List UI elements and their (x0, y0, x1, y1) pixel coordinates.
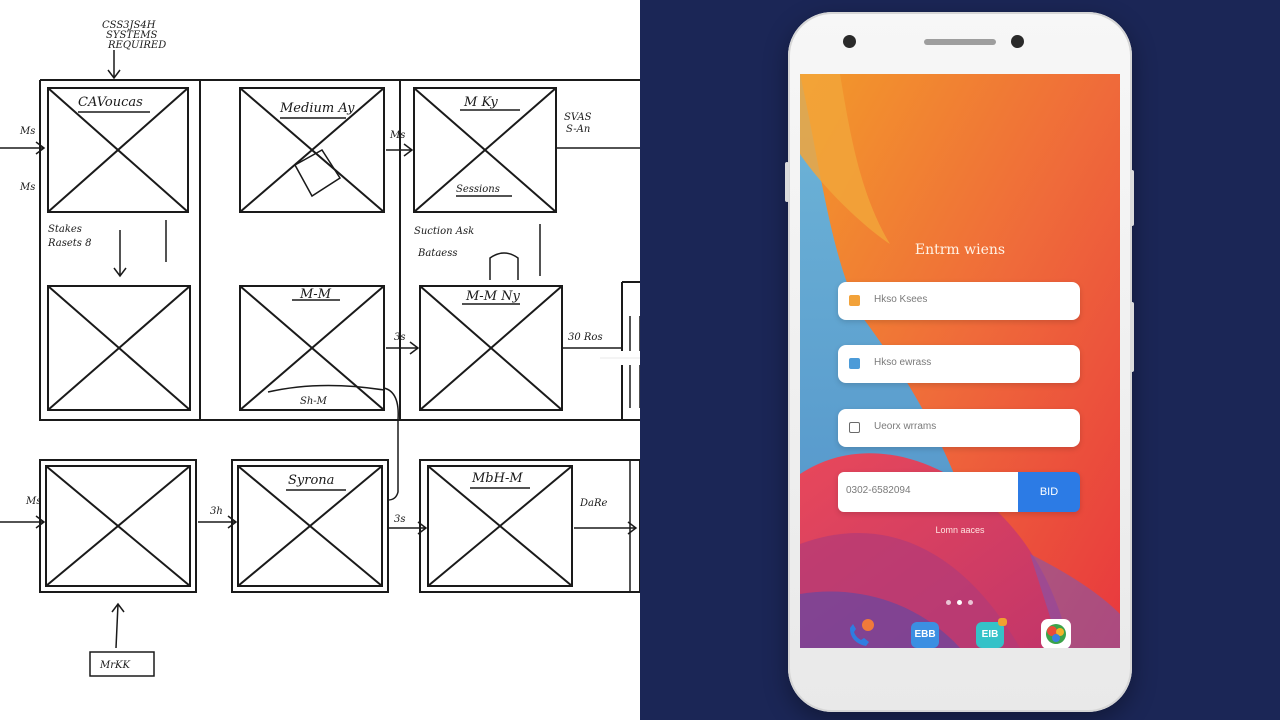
frame-3-label: M Ky (463, 95, 498, 110)
password-placeholder: Ueorx wrrams (874, 421, 937, 432)
login-title: Entrm wiens (914, 242, 1006, 258)
submit-button[interactable]: BID (1018, 472, 1080, 512)
password-field[interactable]: Ueorx wrrams (838, 409, 1080, 447)
caption-right-mid: 30 Ros (568, 332, 603, 343)
messages-icon: EBB (911, 622, 939, 648)
arrow-label-5: 3h (210, 506, 223, 517)
forgot-link[interactable]: Lomn aaces (935, 525, 985, 535)
frame-5-label: M-M (299, 287, 332, 302)
frame-5-caption: Sh-M (300, 396, 328, 407)
arrows (0, 50, 640, 649)
caption-right-top: SVAS (564, 112, 592, 123)
phone-panel: Entrm wiens Hkso Ksees Hkso ewrass Ueorx… (640, 0, 1280, 720)
email-placeholder: Hkso ewrass (874, 357, 932, 368)
sketch-top-note-2: SYSTEMS (106, 30, 158, 41)
frame-4 (47, 285, 191, 411)
wireframe-sketch: CSS3JS4H SYSTEMS REQUIRED CAVoucas Mediu… (0, 20, 640, 677)
panel-outline (39, 80, 640, 421)
caption-mid-left: Stakes (48, 224, 82, 235)
frame-1-label: CAVoucas (78, 95, 143, 110)
user-icon (849, 295, 860, 306)
chat-icon: EIB (976, 622, 1004, 648)
frame-8-label: Syrona (288, 473, 334, 488)
frame-9 (419, 459, 640, 593)
notification-badge (998, 618, 1007, 626)
frame-2-label: Medium Ay (279, 101, 355, 116)
arrow-label-4: 3s (394, 332, 406, 343)
arrow-label-1: Ms (19, 126, 35, 137)
caption-bottom-right: DaRe (579, 498, 608, 509)
page-dot-active (957, 600, 962, 605)
dock-chat-app[interactable]: EIB (974, 618, 1007, 648)
mail-icon (849, 358, 860, 369)
page-dot (968, 600, 973, 605)
arrow-label-2: Ms (19, 182, 35, 193)
phone-number-row: 0302-6582094 BID (838, 472, 1080, 512)
frame-7 (39, 459, 197, 593)
frame-3 (413, 87, 557, 213)
frame-8 (231, 459, 389, 593)
phone-icon (850, 619, 874, 646)
sketch-top-note: CSS3JS4H (102, 20, 156, 31)
page-indicator (942, 600, 978, 606)
earpiece-speaker (924, 39, 996, 45)
phone-number-input[interactable]: 0302-6582094 (838, 472, 1018, 512)
username-field[interactable]: Hkso Ksees (838, 282, 1080, 320)
dock-phone-app[interactable] (844, 618, 876, 648)
arrow-label-7: 3s (394, 514, 406, 525)
arrow-label-6: Ms (25, 496, 41, 507)
power-button (1130, 170, 1134, 226)
lock-icon (849, 422, 860, 433)
bottom-note-text: MrKK (99, 660, 130, 671)
frame-2 (239, 87, 385, 213)
caption-mid-left-2: Rasets 8 (47, 238, 91, 249)
front-camera-icon (843, 35, 856, 48)
photos-icon (1041, 619, 1071, 648)
bottom-note-box (89, 651, 155, 677)
sensor-icon (1011, 35, 1024, 48)
dock-photos-app[interactable] (1040, 618, 1072, 648)
email-field[interactable]: Hkso ewrass (838, 345, 1080, 383)
phone-device: Entrm wiens Hkso Ksees Hkso ewrass Ueorx… (785, 12, 1134, 712)
arrow-label-3: Ms (389, 130, 405, 141)
page-dot (946, 600, 951, 605)
side-button (1130, 302, 1134, 372)
sketch-top-note-3: REQUIRED (107, 40, 166, 51)
frame-6 (419, 285, 563, 411)
wireframe-canvas: CSS3JS4H SYSTEMS REQUIRED CAVoucas Mediu… (0, 20, 640, 677)
caption-mid-center: Suction Ask (414, 226, 474, 237)
frame-6-label: M-M Ny (465, 289, 521, 304)
volume-button (785, 162, 789, 202)
frame-5 (239, 285, 385, 411)
username-placeholder: Hkso Ksees (874, 294, 928, 305)
frame-3-caption: Sessions (456, 184, 500, 195)
caption-mid-center-2: Bataess (417, 248, 457, 259)
frame-1 (47, 87, 189, 213)
phone-screen: Entrm wiens Hkso Ksees Hkso ewrass Ueorx… (800, 74, 1120, 648)
frame-9-label: MbH-M (471, 471, 523, 486)
dock-messages-app[interactable]: EBB (909, 618, 941, 648)
caption-right-top-2: S-An (566, 124, 590, 135)
